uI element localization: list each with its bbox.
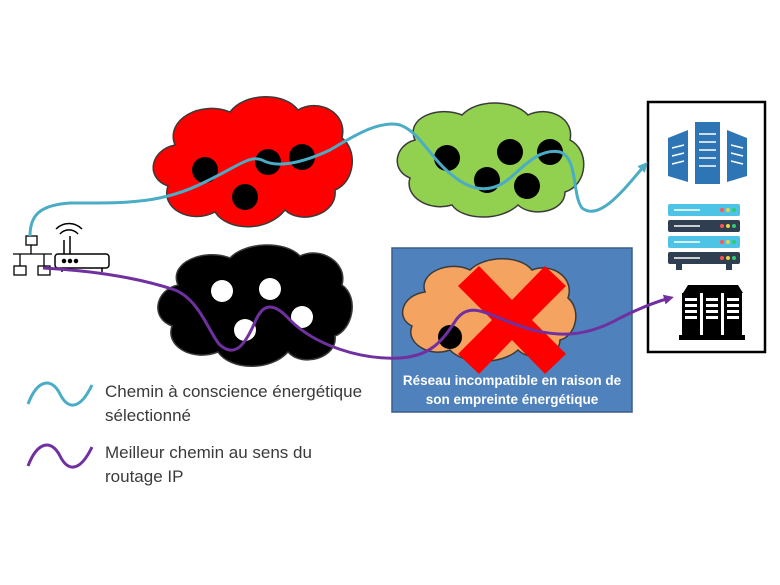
red-cross-icon (458, 266, 566, 374)
black-cloud (157, 244, 353, 367)
legend-energy-swatch (26, 381, 94, 407)
incompatible-network-caption: Réseau incompatible en raison de son emp… (402, 373, 622, 407)
server-tower-icon (679, 285, 745, 340)
best-ip-path (42, 266, 674, 360)
red-cloud (152, 96, 353, 228)
energy-aware-path (28, 122, 648, 237)
server-stack-icon (668, 204, 740, 270)
green-cloud (396, 102, 585, 218)
legend-ip-path-label: Meilleur chemin au sens du routage IP (105, 443, 312, 486)
server-rack-icon (668, 122, 747, 184)
legend-ip-swatch (26, 443, 94, 469)
wifi-router-icon (54, 222, 110, 272)
datacenter-box (646, 100, 767, 354)
incompatible-network-box (391, 247, 633, 413)
legend-energy-path-label: Chemin à conscience énergétique sélectio… (105, 382, 363, 425)
